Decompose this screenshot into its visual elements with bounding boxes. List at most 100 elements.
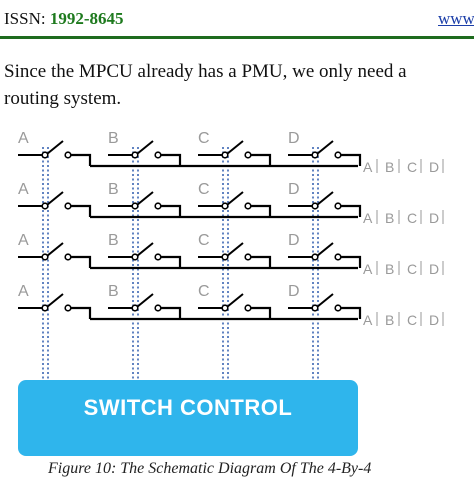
switch-contact <box>154 304 162 312</box>
switch-blade <box>316 293 334 308</box>
input-label: D <box>288 283 300 300</box>
switch-control-label: SWITCH CONTROL <box>84 395 293 420</box>
switch-output-wire <box>71 204 92 217</box>
switch-blade <box>46 191 64 206</box>
output-label: C <box>407 312 417 328</box>
switch-contact <box>334 304 342 312</box>
input-label: D <box>288 181 300 198</box>
switch-pivot <box>221 253 229 261</box>
switch-pivot <box>41 202 49 210</box>
output-label: A <box>363 312 373 328</box>
switch-output-wire <box>251 255 272 268</box>
switch-pivot <box>41 253 49 261</box>
output-label: A <box>363 261 373 277</box>
input-label: A <box>18 130 29 147</box>
switch-blade <box>316 242 334 257</box>
switch-blade <box>136 140 154 155</box>
header-rule <box>0 36 474 39</box>
switch-blade <box>226 242 244 257</box>
input-label: A <box>18 232 29 249</box>
switch-output-wire <box>341 204 362 217</box>
input-label: B <box>108 232 119 249</box>
switch-output-wire <box>71 255 92 268</box>
body-line-2: routing system. <box>4 88 122 109</box>
input-label: D <box>288 232 300 249</box>
switch-pivot <box>311 202 319 210</box>
switch-contact <box>244 253 252 261</box>
switch-output-wire <box>341 255 362 268</box>
switch-pivot <box>131 253 139 261</box>
switch-output-wire <box>161 204 182 217</box>
switch-contact <box>154 253 162 261</box>
switch-output-wire <box>161 306 182 319</box>
issn: ISSN: 1992-8645 <box>4 9 124 29</box>
switch-output-wire <box>71 306 92 319</box>
body-paragraph: Since the MPCU already has a PMU, we onl… <box>4 58 474 112</box>
switch-output-wire <box>161 255 182 268</box>
input-label: C <box>198 232 210 249</box>
switch-pivot <box>131 304 139 312</box>
switch-output-wire <box>341 306 362 319</box>
input-label: A <box>18 283 29 300</box>
switch-blade <box>46 140 64 155</box>
switch-contact <box>154 151 162 159</box>
issn-label: ISSN: <box>4 9 46 28</box>
switch-contact <box>64 151 72 159</box>
switch-pivot <box>221 151 229 159</box>
output-label: D <box>429 159 439 175</box>
switch-blade <box>226 140 244 155</box>
output-label: C <box>407 159 417 175</box>
switch-pivot <box>131 151 139 159</box>
input-label: B <box>108 283 119 300</box>
switch-pivot <box>131 202 139 210</box>
output-label: B <box>385 312 394 328</box>
switch-pivot <box>41 304 49 312</box>
switch-pivot <box>41 151 49 159</box>
switch-control-block <box>18 380 358 456</box>
switch-contact <box>64 253 72 261</box>
figure-caption: Figure 10: The Schematic Diagram Of The … <box>48 460 372 477</box>
switch-pivot <box>311 253 319 261</box>
output-label: A <box>363 159 373 175</box>
page-header: ISSN: 1992-8645 www <box>0 0 474 36</box>
switch-output-wire <box>251 204 272 217</box>
input-label: D <box>288 130 300 147</box>
output-label: C <box>407 261 417 277</box>
switch-blade <box>136 293 154 308</box>
switch-blade <box>226 293 244 308</box>
switch-blade <box>46 293 64 308</box>
output-label: D <box>429 210 439 226</box>
output-label: D <box>429 261 439 277</box>
switch-blade <box>316 140 334 155</box>
output-label: B <box>385 210 394 226</box>
switch-blade <box>316 191 334 206</box>
switch-pivot <box>311 151 319 159</box>
input-label: C <box>198 130 210 147</box>
switch-output-wire <box>161 153 182 166</box>
input-label: B <box>108 181 119 198</box>
switch-pivot <box>221 202 229 210</box>
switch-blade <box>226 191 244 206</box>
input-label: C <box>198 283 210 300</box>
output-label: B <box>385 159 394 175</box>
switch-contact <box>334 253 342 261</box>
switch-contact <box>64 202 72 210</box>
input-label: B <box>108 130 119 147</box>
switch-pivot <box>221 304 229 312</box>
switch-pivot <box>311 304 319 312</box>
switch-blade <box>46 242 64 257</box>
output-label: A <box>363 210 373 226</box>
switch-contact <box>154 202 162 210</box>
switch-blade <box>136 191 154 206</box>
journal-link[interactable]: www <box>438 9 474 28</box>
input-label: A <box>18 181 29 198</box>
switch-output-wire <box>341 153 362 166</box>
switch-contact <box>64 304 72 312</box>
switch-output-wire <box>251 306 272 319</box>
switch-contact <box>334 202 342 210</box>
output-label: D <box>429 312 439 328</box>
output-label: B <box>385 261 394 277</box>
switch-blade <box>136 242 154 257</box>
switch-output-wire <box>251 153 272 166</box>
